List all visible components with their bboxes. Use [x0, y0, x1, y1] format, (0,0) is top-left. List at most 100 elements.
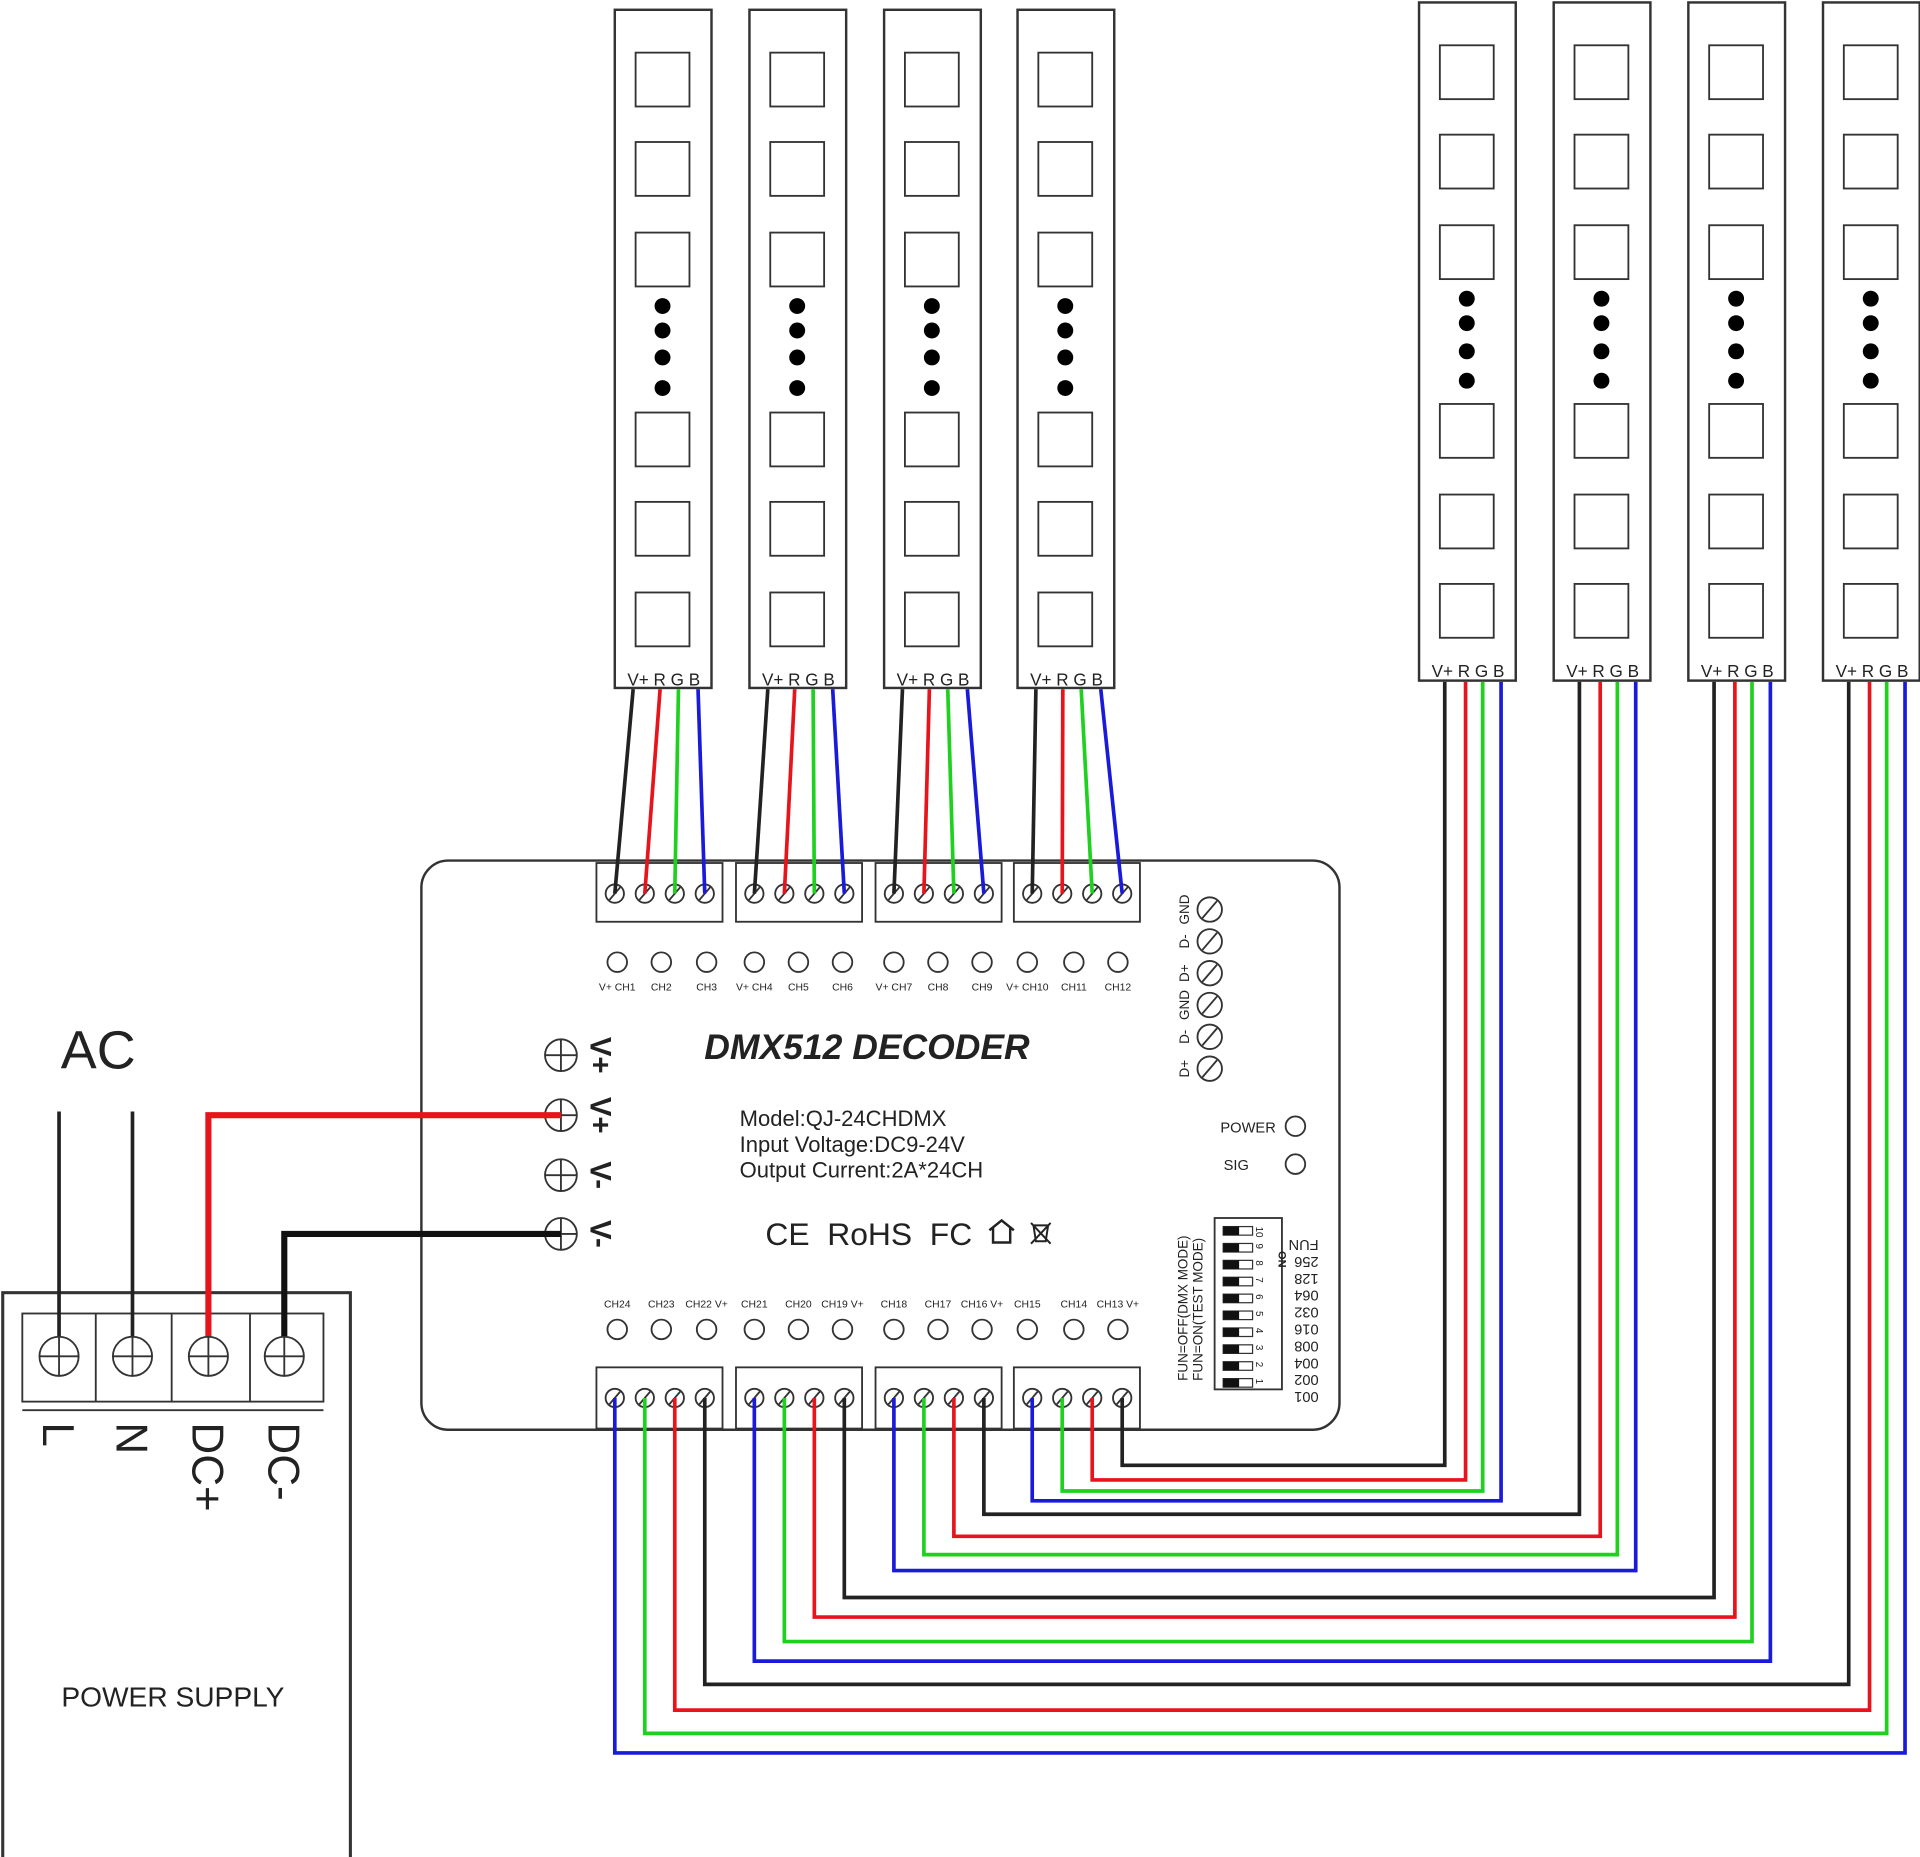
channel-led [787, 951, 810, 973]
channel-led [883, 1318, 905, 1341]
channel-label: CH24 [604, 1299, 631, 1310]
led-strip-1 [613, 8, 713, 690]
channel-label: CH23 [648, 1299, 675, 1310]
led-pixel [1708, 224, 1764, 281]
wire-bottom-red [952, 681, 1603, 1539]
channel-led [1063, 1318, 1085, 1341]
channel-label: CH13 V+ [1097, 1299, 1139, 1310]
dip-number: 9 [1253, 1243, 1264, 1248]
continuation-dot [789, 322, 806, 339]
continuation-dot [923, 322, 940, 339]
dip-switch-lever [1223, 1226, 1240, 1236]
channel-led [650, 951, 673, 973]
wire-top-red [642, 689, 662, 894]
channel-led [927, 951, 949, 973]
dmx-terminal-label: D+ [1177, 1060, 1192, 1078]
channel-label: CH9 [972, 982, 993, 993]
model-text: Model:QJ-24CHDMX [740, 1106, 947, 1131]
continuation-dot [1728, 290, 1745, 307]
power-input-label: V+ [583, 1097, 616, 1134]
continuation-dot [1458, 372, 1475, 389]
power-led [1284, 1115, 1307, 1137]
led-pixel [1438, 582, 1495, 639]
continuation-dot [654, 298, 671, 314]
led-pixel [1573, 493, 1630, 550]
ac-label: AC [61, 1021, 136, 1081]
dip-number: 6 [1253, 1294, 1264, 1300]
continuation-dot [789, 349, 806, 366]
channel-led [743, 951, 766, 973]
continuation-dot [654, 349, 671, 366]
power-supply-terminal-label: DC- [258, 1422, 307, 1500]
channel-label: CH22 V+ [685, 1299, 727, 1310]
channel-label: V+ CH1 [599, 982, 636, 993]
led-pixel [1842, 582, 1899, 639]
channel-label: V+ CH7 [876, 982, 913, 993]
channel-label: CH16 V+ [961, 1299, 1003, 1310]
channel-led [1107, 951, 1129, 973]
decoder-board [420, 859, 1341, 1432]
continuation-dot [789, 380, 806, 397]
dip-value: 004 [1294, 1354, 1318, 1370]
led-pixel [1842, 133, 1899, 190]
wire-dc-minus [281, 1230, 561, 1357]
wire-bottom-blue [752, 681, 1773, 1663]
channel-label: CH20 [785, 1299, 812, 1310]
weee-bin-icon [1030, 1222, 1052, 1245]
wire-bottom-blue [892, 681, 1638, 1573]
wire-bottom-vplus [702, 681, 1851, 1687]
dip-switch-lever [1223, 1311, 1240, 1320]
output-current-text: Output Current:2A*24CH [740, 1158, 984, 1183]
channel-label: CH12 [1105, 982, 1132, 993]
led-strip-4 [1016, 8, 1116, 690]
power-input-screw-cross [545, 1159, 577, 1192]
dip-number: 1 [1253, 1379, 1264, 1384]
wire-top-blue [696, 689, 707, 894]
led-strip-8 [1821, 1, 1920, 682]
dip-switch-lever [1223, 1378, 1240, 1388]
certification-marks: CE RoHS FC [765, 1216, 972, 1252]
channel-led [606, 1318, 628, 1341]
wire-bottom-vplus [1120, 681, 1447, 1468]
led-pixel [1842, 493, 1899, 550]
dip-value: FUN [1289, 1236, 1319, 1252]
continuation-dot [1728, 372, 1745, 389]
dip-switch-positions: 10FUN92568128706460325016400830042002100… [1222, 1225, 1319, 1404]
led-pixel [1037, 500, 1094, 557]
strip-label: V+ R G B [1030, 670, 1103, 690]
dip-switch-lever [1223, 1294, 1240, 1303]
channel-led [831, 1318, 854, 1341]
dmx-terminal-label: GND [1177, 894, 1192, 924]
dmx-terminal-screw-slot [1201, 1059, 1218, 1078]
led-pixel [634, 141, 691, 197]
wire-bottom-red [812, 681, 1737, 1619]
wire-top-vplus [1030, 689, 1038, 894]
dmx-terminal-label: D- [1177, 1030, 1192, 1044]
channel-label: V+ CH10 [1006, 982, 1049, 993]
channel-label: CH19 V+ [821, 1299, 863, 1310]
led-pixel [1842, 224, 1899, 281]
wire-bottom-green [782, 681, 1754, 1644]
continuation-dot [1057, 349, 1074, 366]
strip-label: V+ R G B [1836, 661, 1909, 681]
led-pixel [1708, 582, 1764, 639]
channel-led [1063, 951, 1085, 973]
strip-label: V+ R G B [1566, 661, 1639, 681]
dip-number: 7 [1253, 1277, 1264, 1282]
dip-value: 008 [1294, 1337, 1318, 1353]
led-pixel [1438, 44, 1495, 101]
led-pixel [634, 411, 691, 468]
channel-label: CH2 [651, 982, 672, 993]
wire-top-red [782, 689, 797, 894]
led-pixel [1037, 51, 1094, 108]
wire-dc-plus [205, 1112, 561, 1357]
continuation-dot [1593, 290, 1610, 307]
led-pixel [1708, 403, 1764, 459]
channel-label: CH3 [696, 982, 717, 993]
wire-top-green [1079, 689, 1095, 894]
wire-bottom-green [1060, 681, 1485, 1493]
dmx-terminal-screw-slot [1201, 964, 1218, 983]
led-pixel [769, 500, 826, 557]
